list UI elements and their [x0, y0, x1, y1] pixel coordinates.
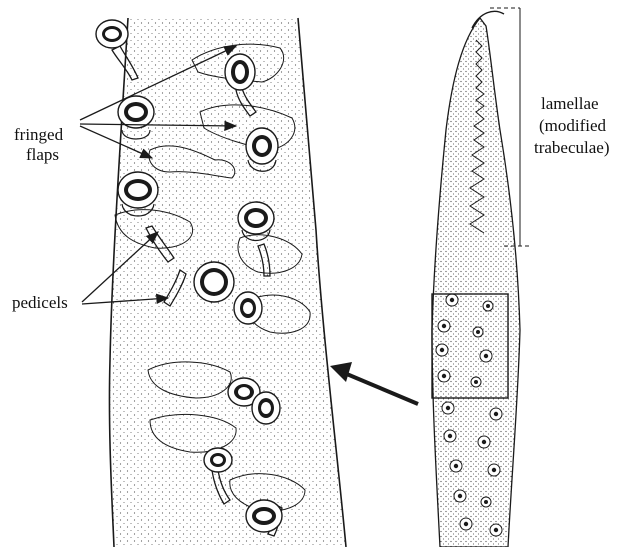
sucker [204, 448, 232, 472]
label-lamellae-line3: trabeculae) [534, 138, 610, 157]
sucker [246, 500, 282, 532]
whole-arm-body [432, 18, 520, 547]
sucker [234, 292, 262, 324]
enlarged-arm-section [96, 18, 346, 547]
sucker [225, 54, 255, 90]
label-lamellae-line1: lamellae [541, 94, 599, 113]
enlargement-arrowhead [330, 362, 352, 382]
label-fringed-line1: fringed [14, 125, 64, 144]
whole-arm [432, 11, 520, 547]
label-pedicels: pedicels [12, 293, 68, 312]
sucker [96, 20, 128, 48]
enlargement-arrow [342, 372, 418, 404]
sucker [252, 392, 280, 424]
label-lamellae-line2: (modified [539, 116, 607, 135]
sucker [194, 262, 234, 302]
label-fringed-line2: flaps [26, 145, 59, 164]
